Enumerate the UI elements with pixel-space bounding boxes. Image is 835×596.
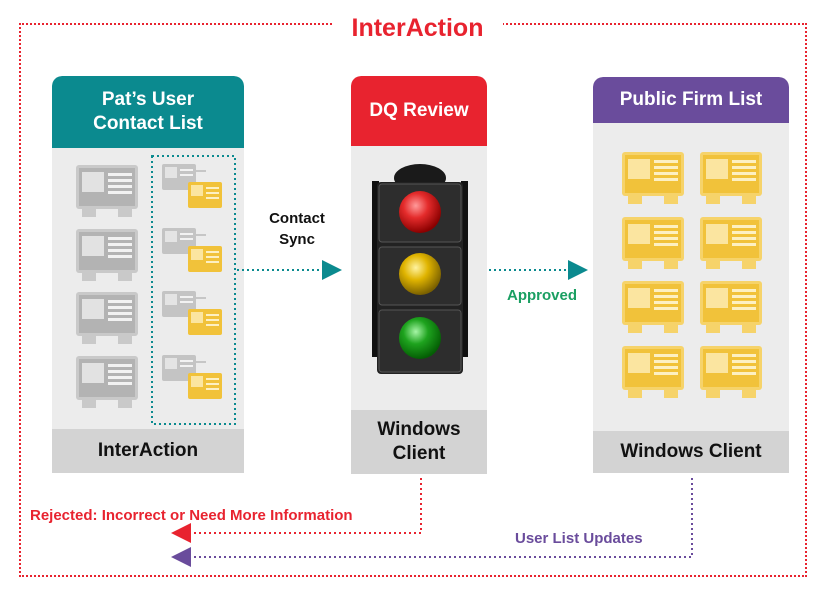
contact-card-gold-icon — [700, 217, 762, 269]
public-firm-list-header: Public Firm List — [593, 77, 789, 123]
contact-sync-label: Contact Sync — [269, 210, 325, 248]
dq-review-header: DQ Review — [351, 76, 487, 146]
diagram-title: InterAction — [0, 14, 835, 43]
contact-card-gold-icon — [162, 228, 222, 272]
green-light — [399, 317, 441, 359]
user-contact-list-card: Pat’s User Contact List InterAction — [52, 76, 244, 473]
synced-contacts-selection — [151, 155, 236, 425]
contact-card-gold-icon — [622, 217, 684, 269]
contact-card-gold-icon — [622, 281, 684, 333]
contact-card-gray-icon — [76, 165, 138, 217]
contact-card-gold-icon — [622, 152, 684, 204]
user-list-updates-label: User List Updates — [515, 530, 643, 547]
contact-card-gold-icon — [700, 346, 762, 398]
public-firm-list-card: Public Firm List Windows Client — [593, 77, 789, 473]
traffic-light-icon — [372, 164, 468, 374]
red-light — [399, 191, 441, 233]
public-firm-list-footer: Windows Client — [593, 431, 789, 473]
synced-contact-pairs — [162, 164, 222, 399]
dq-review-footer: Windows Client — [351, 410, 487, 474]
yellow-light — [399, 253, 441, 295]
gray-contact-cards — [76, 165, 138, 408]
contact-card-gray-icon — [76, 356, 138, 408]
contact-card-gold-icon — [162, 291, 222, 335]
user-contact-list-footer: InterAction — [52, 429, 244, 473]
contact-card-gray-icon — [76, 229, 138, 281]
approved-label: Approved — [506, 287, 577, 304]
contact-card-gold-icon — [700, 152, 762, 204]
contact-card-gold-icon — [162, 164, 222, 208]
contact-card-gold-icon — [162, 355, 222, 399]
contact-card-gray-icon — [76, 292, 138, 344]
contact-card-gold-icon — [622, 346, 684, 398]
rejected-arrow — [171, 478, 422, 543]
contact-card-gold-icon — [700, 281, 762, 333]
user-list-updates-arrow — [171, 478, 693, 567]
gold-contact-cards — [622, 152, 762, 398]
user-contact-list-header: Pat’s User Contact List — [52, 76, 244, 148]
rejected-label: Rejected: Incorrect or Need More Informa… — [30, 507, 353, 524]
